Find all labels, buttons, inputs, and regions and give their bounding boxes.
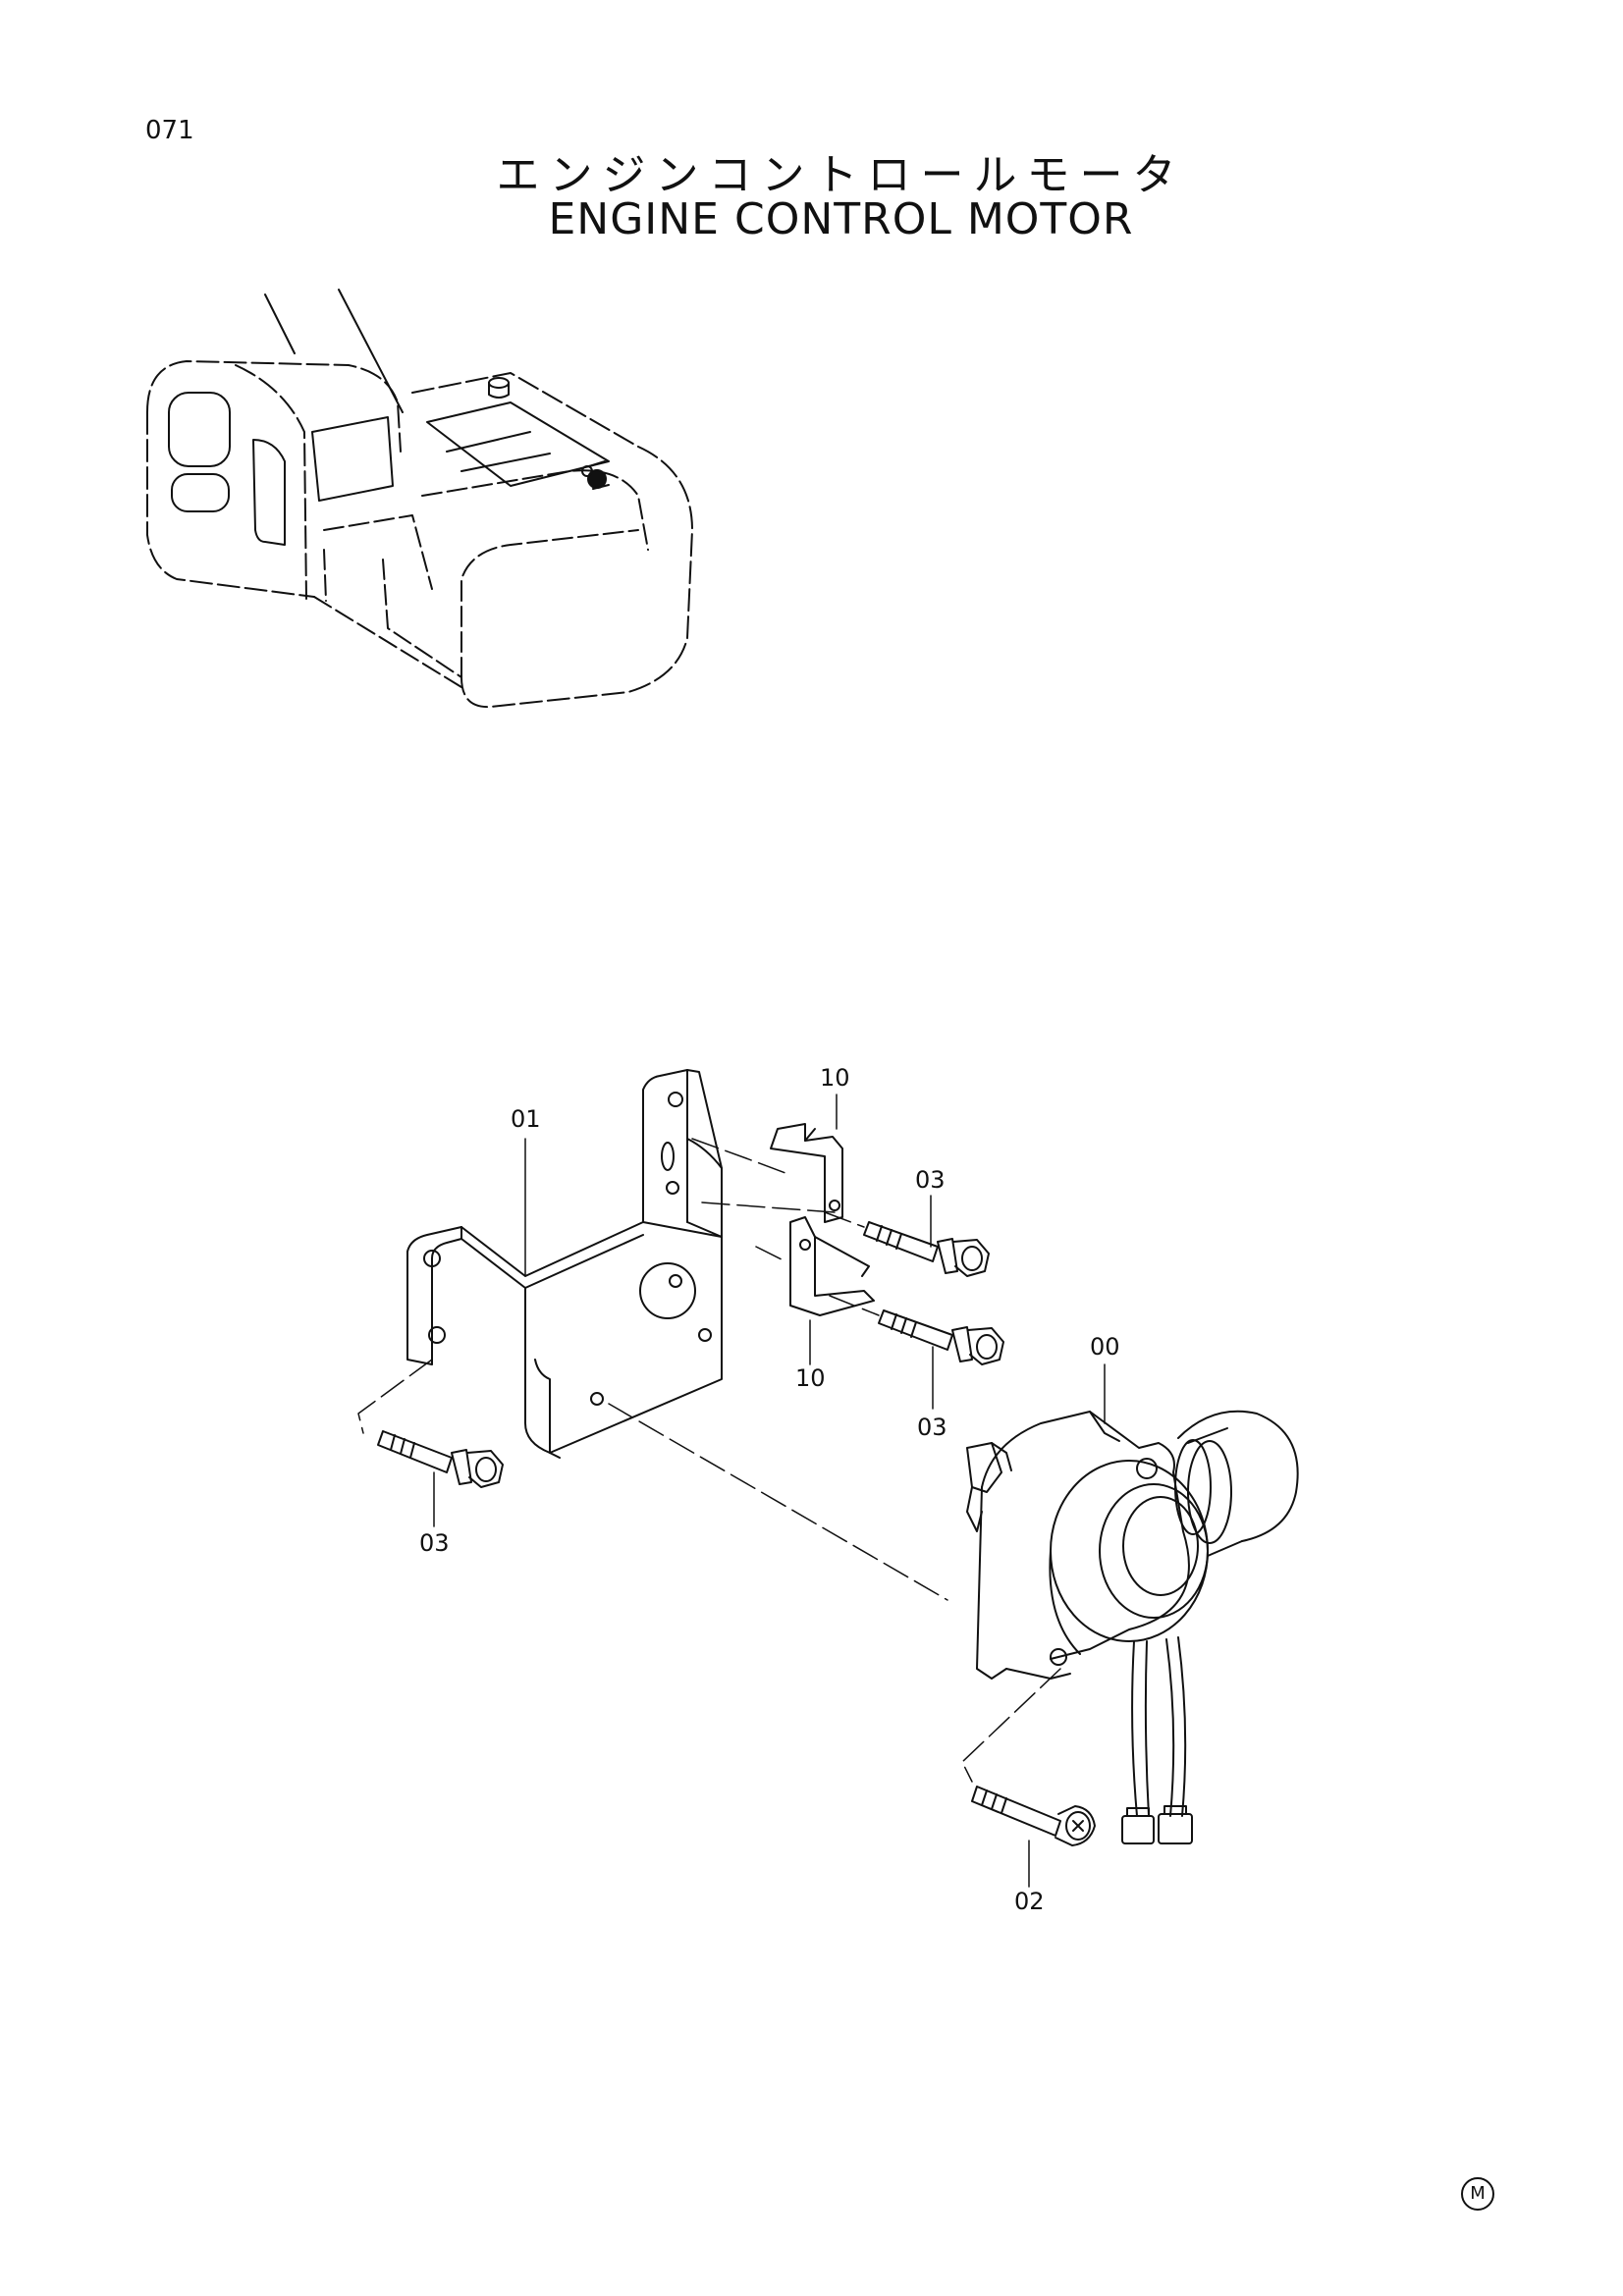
assembly-lines <box>357 1138 1061 1783</box>
callout-03-left: 03 <box>419 1529 450 1557</box>
callout-01: 01 <box>511 1105 541 1133</box>
callout-00: 00 <box>1090 1333 1120 1361</box>
location-marker-icon <box>581 460 610 490</box>
bolt-03-left <box>377 1430 504 1488</box>
title-japanese: エンジンコントロールモータ <box>496 150 1186 200</box>
page-number: 071 <box>145 116 194 145</box>
clip-10-upper <box>770 1123 843 1223</box>
footer-mark: M <box>1461 2177 1494 2211</box>
bolt-03-lower <box>878 1309 1004 1365</box>
bolt-02 <box>971 1786 1096 1846</box>
title-english: ENGINE CONTROL MOTOR <box>548 194 1134 244</box>
callout-10-upper: 10 <box>820 1064 850 1092</box>
bracket-01 <box>406 1069 723 1459</box>
excavator-overview <box>146 289 693 709</box>
leader-lines <box>433 1094 1106 1888</box>
callout-10-lower: 10 <box>795 1364 826 1392</box>
motor-00 <box>966 1410 1299 1844</box>
callout-02: 02 <box>1014 1888 1045 1915</box>
callout-03-upper: 03 <box>915 1166 946 1194</box>
clip-10-lower <box>789 1216 875 1316</box>
callout-03-lower: 03 <box>917 1414 947 1441</box>
bolt-03-upper <box>863 1221 990 1277</box>
